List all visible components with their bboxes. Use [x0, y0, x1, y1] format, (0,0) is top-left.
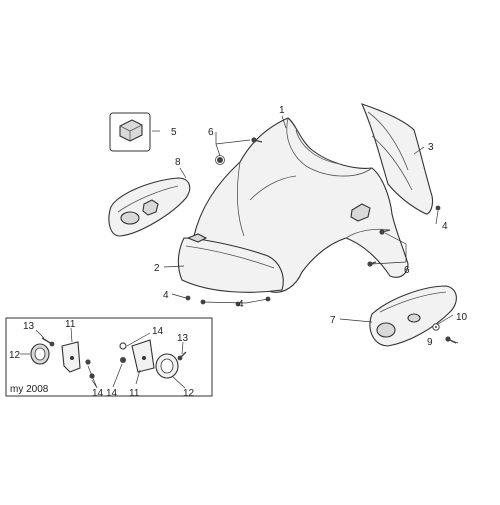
- part-5-cap: [109, 112, 151, 152]
- screw-4-right: [435, 205, 441, 211]
- inset-callout-12-right: 12: [183, 388, 195, 399]
- inset-label: my 2008: [10, 384, 49, 395]
- callout-6-lower: 6: [404, 265, 410, 276]
- inset-callout-11-right: 11: [129, 388, 140, 399]
- part-3-right-strip: [361, 103, 434, 215]
- screw-6-lower-b: [367, 261, 377, 267]
- callout-3: 3: [428, 142, 434, 153]
- leader-lines: [152, 115, 459, 344]
- part-8-left-cover: [108, 177, 191, 237]
- screw-6-lower-a: [379, 229, 391, 235]
- screw-4-bottom-a: [185, 295, 191, 301]
- callout-6-upper: 6: [208, 127, 214, 138]
- callout-4-bottom: 4: [238, 299, 244, 310]
- part-2-lower-panel: [177, 233, 284, 293]
- screw-6-upper-a: [251, 137, 263, 143]
- inset-callout-11-left: 11: [65, 319, 76, 330]
- callout-9: 9: [427, 337, 433, 348]
- inset-leaders: [20, 327, 186, 389]
- inset-left-assembly: [30, 337, 95, 379]
- inset-callout-14-right: 14: [152, 326, 164, 337]
- callout-2: 2: [154, 263, 160, 274]
- callout-4-left: 4: [163, 290, 169, 301]
- washer-10: [432, 323, 440, 331]
- inset-right-assembly: [119, 339, 187, 379]
- inset-callout-14-mid: 14: [106, 388, 118, 399]
- part-7-right-cover: [369, 285, 457, 347]
- inset-box: 13 11 12 14 14 14 13 11 12 my 2008: [5, 317, 213, 399]
- inset-callout-13-left: 13: [23, 321, 35, 332]
- callout-labels: 1 5 3 6 8 4 2 4 4 6 7 10 9: [154, 105, 468, 348]
- callout-7: 7: [330, 315, 336, 326]
- screw-6-upper-b: [215, 155, 225, 165]
- callout-4-right: 4: [442, 221, 448, 232]
- callout-10: 10: [456, 312, 468, 323]
- callout-1: 1: [279, 105, 285, 116]
- callout-8: 8: [175, 157, 181, 168]
- inset-callout-13-right: 13: [177, 333, 189, 344]
- part-1-front-shield: [193, 117, 409, 293]
- callout-5: 5: [171, 127, 177, 138]
- inset-callout-12-left: 12: [9, 350, 21, 361]
- inset-callout-14-left: 14: [92, 388, 104, 399]
